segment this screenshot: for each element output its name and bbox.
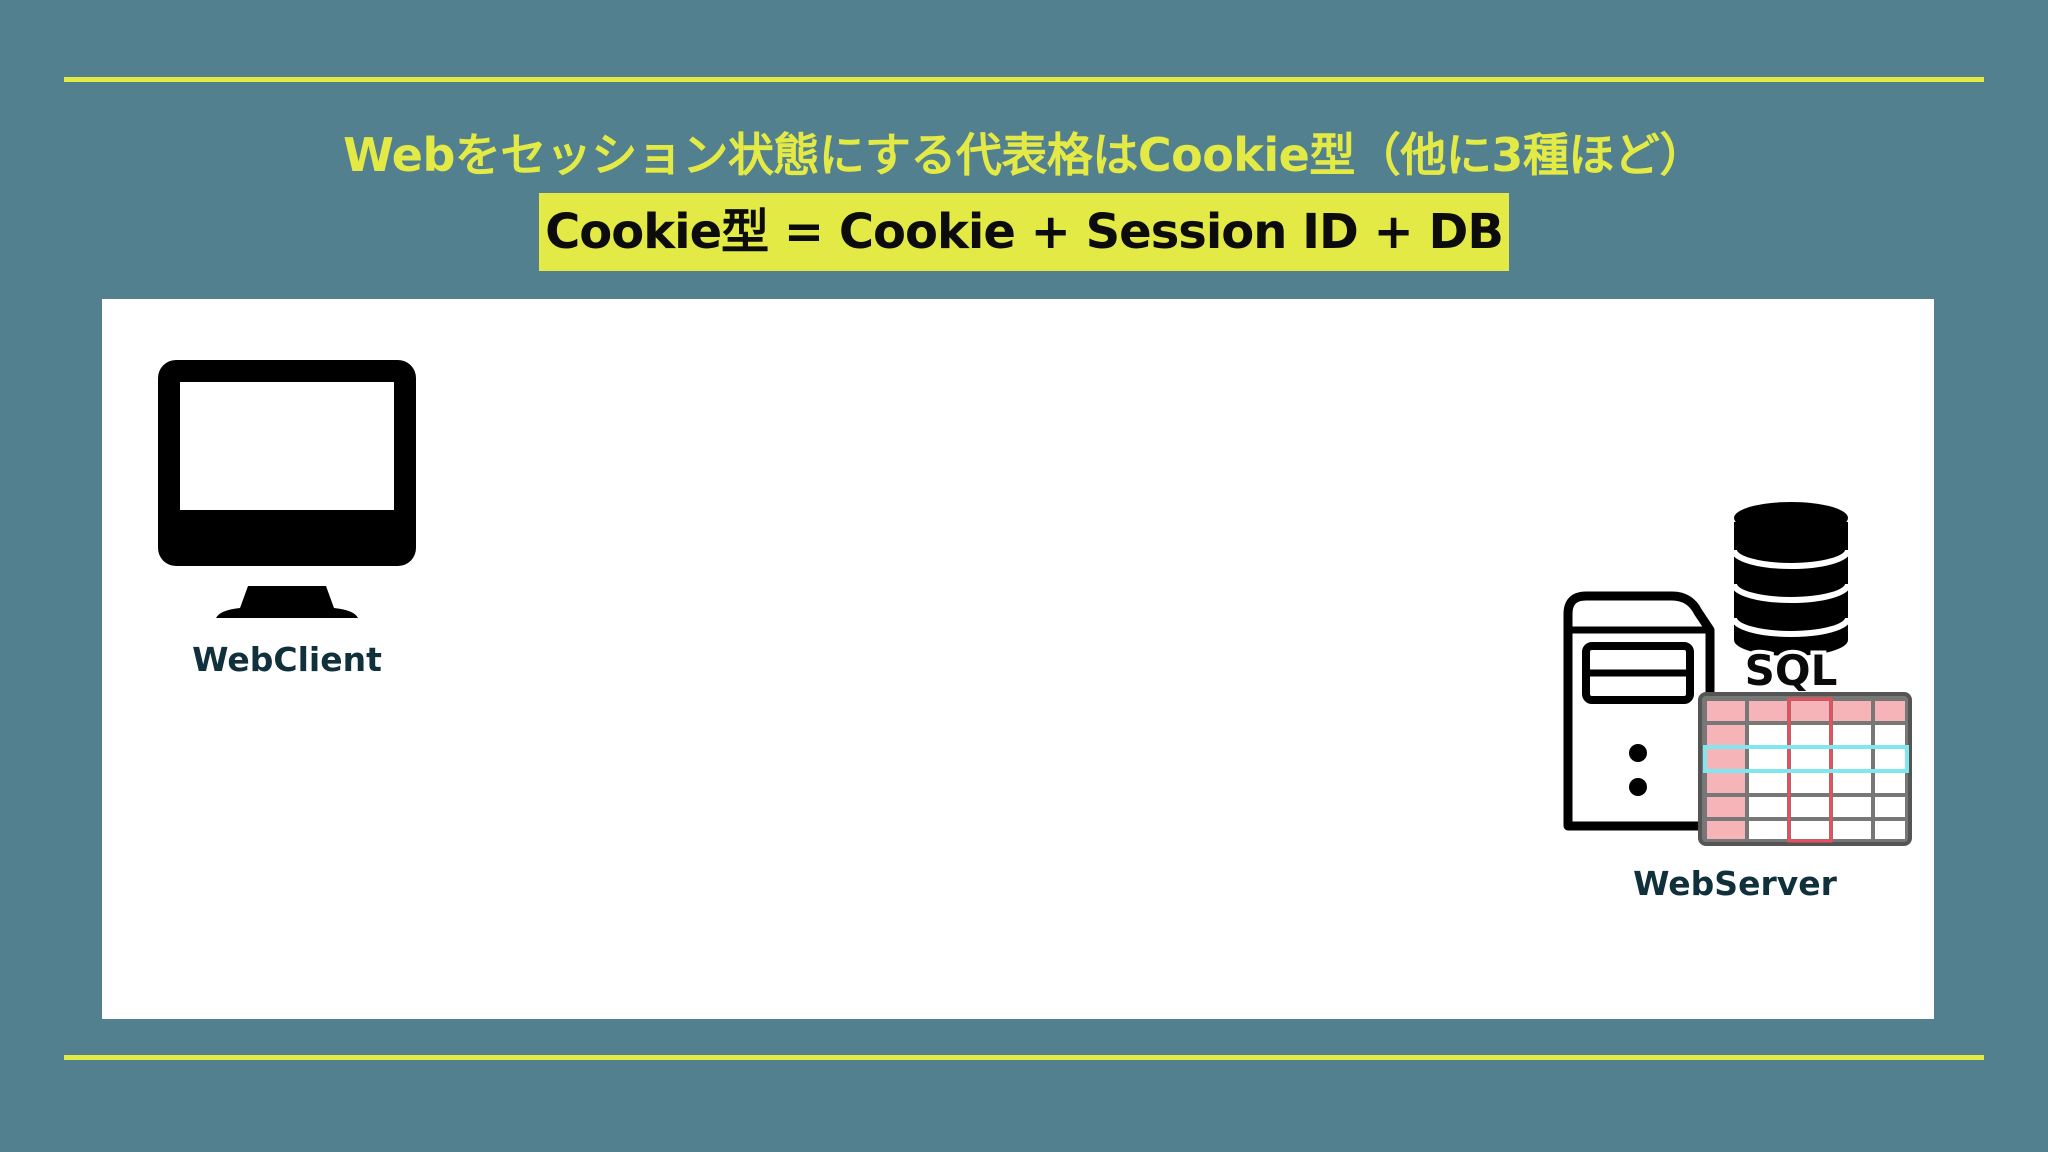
formula-container: Cookie型 = Cookie + Session ID + DB — [0, 193, 2048, 271]
monitor-stand — [216, 586, 358, 618]
desktop-monitor-icon — [158, 360, 416, 618]
slide-title: Webをセッション状態にする代表格はCookie型（他に3種ほど） — [343, 128, 1705, 182]
monitor-screen — [180, 382, 394, 510]
webclient-label: WebClient — [192, 640, 382, 679]
top-divider — [64, 77, 1984, 82]
sql-label: SQL — [1741, 642, 1842, 699]
formula-highlight: Cookie型 = Cookie + Session ID + DB — [539, 193, 1509, 271]
webserver-label: WebServer — [1633, 864, 1837, 903]
database-cylinder-icon — [1731, 502, 1851, 656]
server-tower-icon — [1563, 591, 1715, 831]
bottom-divider — [64, 1055, 1984, 1060]
data-table-icon — [1698, 692, 1912, 846]
webserver-group: SQL — [1560, 498, 1918, 848]
